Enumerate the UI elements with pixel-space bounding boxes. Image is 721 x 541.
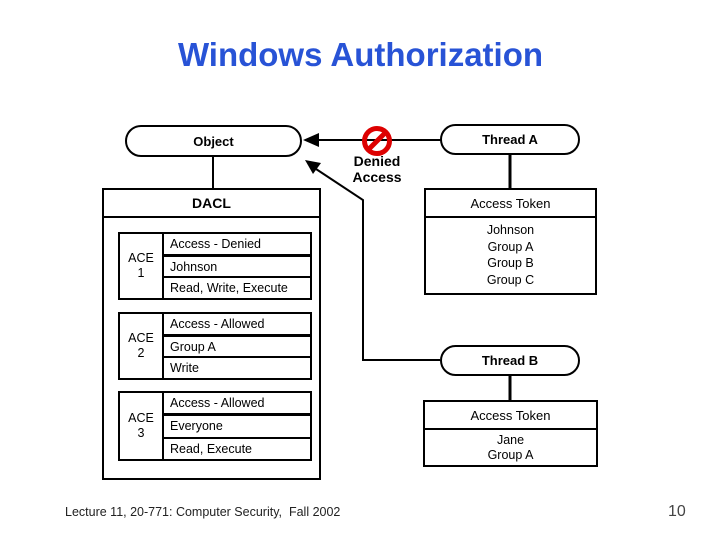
ace-3-principal: Everyone: [164, 416, 310, 439]
access-token-a: Access Token Johnson Group A Group B Gro…: [424, 188, 597, 295]
ace-entry-1: ACE 1 Access - Denied Johnson Read, Writ…: [118, 232, 312, 300]
ace-1-principal: Johnson: [164, 257, 310, 279]
ace-1-label-text: ACE: [128, 251, 154, 265]
no-entry-icon: [362, 126, 392, 156]
token-a-entry: Group B: [487, 256, 534, 270]
ace-3-label-text: ACE: [128, 411, 154, 425]
ace-2-permissions: Write: [170, 361, 199, 376]
ace-2-access-type: Access - Allowed: [164, 314, 310, 337]
access-token-b-entries: Jane Group A: [425, 430, 596, 463]
ace-2-number: 2: [137, 346, 145, 360]
ace-2-label-text: ACE: [128, 331, 154, 345]
ace-entry-2: ACE 2 Access - Allowed Group A Write: [118, 312, 312, 380]
ace-2-label: ACE 2: [120, 314, 164, 378]
access-token-b: Access Token Jane Group A: [423, 400, 598, 467]
ace-1-number: 1: [137, 266, 145, 280]
node-object: Object: [125, 125, 302, 157]
ace-3-number: 3: [137, 426, 145, 440]
arrow-threada-object-head: [303, 133, 319, 147]
footer-lecture-info: Lecture 11, 20-771: Computer Security, F…: [65, 505, 341, 519]
ace-3-permissions: Read, Execute: [170, 441, 252, 456]
token-a-entry: Group C: [486, 272, 535, 287]
ace-3-label: ACE 3: [120, 393, 164, 459]
ace-3-access-type: Access - Allowed: [164, 393, 310, 417]
node-object-label: Object: [193, 133, 234, 149]
denied-access-label: Denied Access: [340, 153, 414, 185]
token-b-entry: Jane: [496, 433, 525, 447]
token-a-entry: Johnson: [486, 223, 535, 237]
dacl-title: DACL: [104, 190, 319, 218]
ace-1-label: ACE 1: [120, 234, 164, 298]
token-a-entry: Group A: [487, 239, 534, 254]
access-token-a-title: Access Token: [426, 190, 595, 218]
node-thread-a-label: Thread A: [482, 132, 538, 147]
page-title: Windows Authorization: [177, 36, 544, 73]
arrow-threadb-object-line: [312, 166, 440, 361]
ace-2-principal: Group A: [164, 337, 310, 359]
ace-2-rows: Access - Allowed Group A Write: [164, 314, 310, 378]
node-thread-b-label: Thread B: [481, 353, 539, 368]
denied-access-line2: Access: [352, 169, 402, 185]
ace-3-rows: Access - Allowed Everyone Read, Execute: [164, 393, 310, 459]
denied-access-line1: Denied: [353, 153, 401, 169]
node-thread-a: Thread A: [440, 124, 580, 155]
page-number: 10: [668, 503, 686, 520]
ace-1-rows: Access - Denied Johnson Read, Write, Exe…: [164, 234, 310, 298]
access-token-b-title: Access Token: [425, 402, 596, 430]
ace-1-permissions: Read, Write, Execute: [170, 281, 288, 296]
ace-1-access-type: Access - Denied: [164, 234, 310, 257]
access-token-a-entries: Johnson Group A Group B Group C: [426, 218, 595, 288]
arrow-threadb-object-head: [305, 160, 321, 174]
ace-entry-3: ACE 3 Access - Allowed Everyone Read, Ex…: [118, 391, 312, 461]
node-thread-b: Thread B: [440, 345, 580, 376]
token-b-entry: Group A: [487, 448, 534, 462]
